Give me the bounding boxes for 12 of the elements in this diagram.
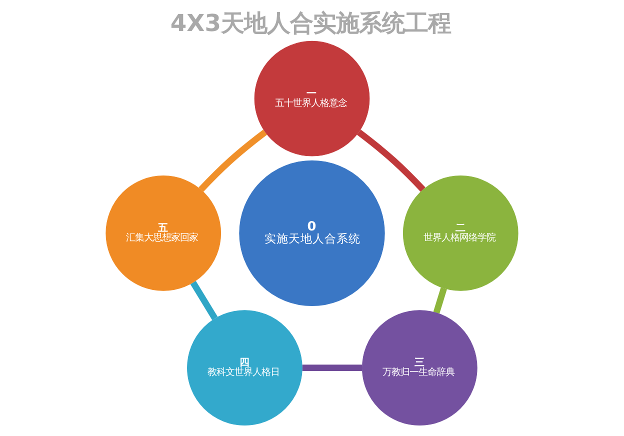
connector	[356, 130, 426, 192]
node-circle: 二 世界人格网络学院	[402, 176, 518, 291]
node-circle: 一 五十世界人格意念	[254, 40, 370, 156]
node-circle: 0 实施天地人合系统	[239, 160, 385, 306]
connector	[433, 287, 447, 314]
connector	[302, 364, 362, 372]
node-circle: 三 万教归一生命辞典	[362, 310, 478, 426]
connector	[198, 130, 268, 192]
node-circle: 四 教科文世界人格日	[187, 310, 302, 426]
diagram-title: 4X3天地人合实施系统工程	[170, 9, 451, 38]
connector	[190, 280, 218, 320]
node-circle: 五 汇集大思想家回家	[106, 176, 222, 291]
